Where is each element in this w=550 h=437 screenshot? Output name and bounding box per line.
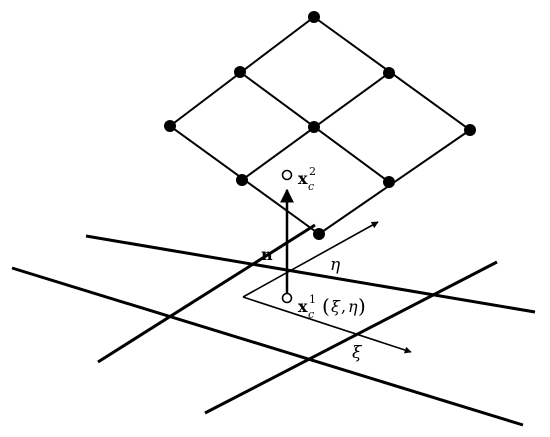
eta-axis-arrow xyxy=(242,221,379,298)
mesh-node xyxy=(164,120,176,132)
slave-point-label: x c 2 xyxy=(298,165,316,193)
mesh-node xyxy=(234,66,246,78)
x1-paren-close: ) xyxy=(358,294,366,318)
x1-arg-comma: , xyxy=(341,297,346,316)
slave-element-mesh xyxy=(169,16,471,235)
x2-superscript: 2 xyxy=(309,165,316,178)
x1-superscript: 1 xyxy=(309,293,316,306)
mesh-node xyxy=(464,124,476,136)
x2-base: x xyxy=(298,169,308,188)
master-point-label: x c 1 ( ξ , η ) xyxy=(298,293,366,321)
x1-base: x xyxy=(298,297,308,316)
local-axes xyxy=(242,221,412,354)
mesh-nodes xyxy=(164,11,476,240)
x1-paren-open: ( xyxy=(322,294,330,318)
xi-label: ξ xyxy=(352,343,363,363)
grid-line-d xyxy=(204,260,498,415)
mesh-node xyxy=(383,176,395,188)
master-point-x1 xyxy=(281,292,293,304)
grid-line-a xyxy=(85,234,536,314)
master-surface-grid xyxy=(11,223,536,427)
mesh-node xyxy=(383,67,395,79)
mesh-node xyxy=(236,174,248,186)
mesh-node xyxy=(313,228,325,240)
mesh-node xyxy=(308,11,320,23)
grid-line-b xyxy=(11,266,524,427)
xi-axis-arrow xyxy=(242,296,412,354)
x1-arg-xi: ξ xyxy=(331,297,341,316)
normal-label: n xyxy=(261,245,273,264)
x1-arg-eta: η xyxy=(348,297,358,316)
x1-subscript: c xyxy=(308,308,314,321)
mesh-node xyxy=(308,121,320,133)
slave-point-x2 xyxy=(281,169,293,181)
eta-label: η xyxy=(330,255,341,275)
grid-line-c xyxy=(97,223,316,364)
x2-subscript: c xyxy=(308,180,314,193)
